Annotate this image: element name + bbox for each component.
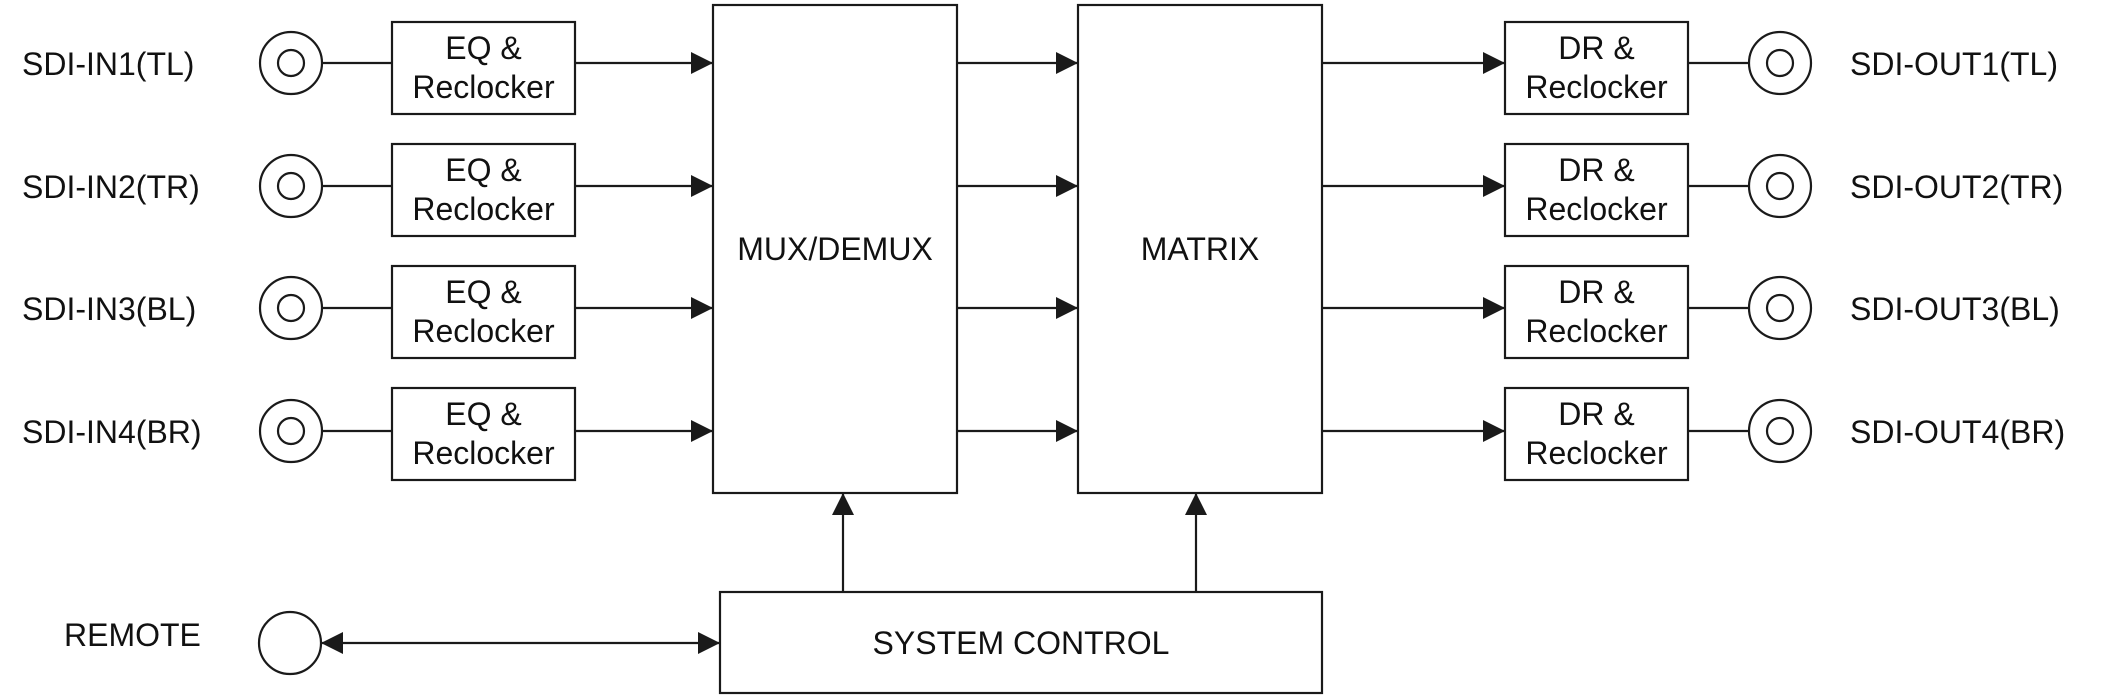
input-channel-2: SDI-IN2(TR) EQ & Reclocker [22,142,713,238]
output-channel-3: DR & Reclocker SDI-OUT3(BL) [1322,264,2060,360]
input-channel-4: SDI-IN4(BR) EQ & Reclocker [22,386,713,482]
system-control-label: SYSTEM CONTROL [873,625,1170,661]
dr-reclocker-label-line2: Reclocker [1525,69,1668,105]
eq-reclocker-label-line2: Reclocker [412,69,555,105]
dr-reclocker-label-line2: Reclocker [1525,313,1668,349]
dr-reclocker-label-line1: DR & [1558,274,1634,310]
dr-reclocker-block [1503,386,1690,482]
eq-reclocker-block [390,386,577,482]
eq-reclocker-label-line2: Reclocker [412,191,555,227]
eq-reclocker-block [390,264,577,360]
output-channel-4: DR & Reclocker SDI-OUT4(BR) [1322,386,2065,482]
input-connector-center-icon [276,171,306,201]
output-connector-center-icon [1765,293,1795,323]
output-port-label: SDI-OUT4(BR) [1850,414,2065,450]
eq-reclocker-label-line1: EQ & [445,30,521,66]
eq-reclocker-label-line1: EQ & [445,396,521,432]
mux-demux-label: MUX/DEMUX [737,231,933,267]
mux-demux-block [711,3,959,495]
system-control-block [718,590,1324,695]
input-channel-1: SDI-IN1(TL) EQ & Reclocker [22,20,713,116]
dr-reclocker-block [1503,20,1690,116]
dr-reclocker-label-line1: DR & [1558,30,1634,66]
input-port-label: SDI-IN3(BL) [22,291,196,327]
output-connector-center-icon [1765,48,1795,78]
dr-reclocker-block [1503,142,1690,238]
remote-connector-icon [257,610,323,676]
dr-reclocker-label-line2: Reclocker [1525,435,1668,471]
eq-reclocker-block [390,20,577,116]
input-port-label: SDI-IN4(BR) [22,414,202,450]
output-port-label: SDI-OUT1(TL) [1850,46,2058,82]
eq-reclocker-block [390,142,577,238]
dr-reclocker-label-line2: Reclocker [1525,191,1668,227]
input-port-label: SDI-IN1(TL) [22,46,194,82]
input-port-label: SDI-IN2(TR) [22,169,200,205]
matrix-label: MATRIX [1141,231,1260,267]
output-port-label: SDI-OUT2(TR) [1850,169,2063,205]
eq-reclocker-label-line2: Reclocker [412,313,555,349]
output-connector-center-icon [1765,416,1795,446]
dr-reclocker-label-line1: DR & [1558,396,1634,432]
output-channel-2: DR & Reclocker SDI-OUT2(TR) [1322,142,2063,238]
eq-reclocker-label-line2: Reclocker [412,435,555,471]
output-channel-1: DR & Reclocker SDI-OUT1(TL) [1322,20,2058,116]
matrix-block [1076,3,1324,495]
remote-label: REMOTE [64,617,201,653]
dr-reclocker-block [1503,264,1690,360]
eq-reclocker-label-line1: EQ & [445,274,521,310]
output-port-label: SDI-OUT3(BL) [1850,291,2060,327]
input-connector-center-icon [276,416,306,446]
output-connector-center-icon [1765,171,1795,201]
eq-reclocker-label-line1: EQ & [445,152,521,188]
dr-reclocker-label-line1: DR & [1558,152,1634,188]
input-channel-3: SDI-IN3(BL) EQ & Reclocker [22,264,713,360]
input-connector-center-icon [276,293,306,323]
input-connector-center-icon [276,48,306,78]
